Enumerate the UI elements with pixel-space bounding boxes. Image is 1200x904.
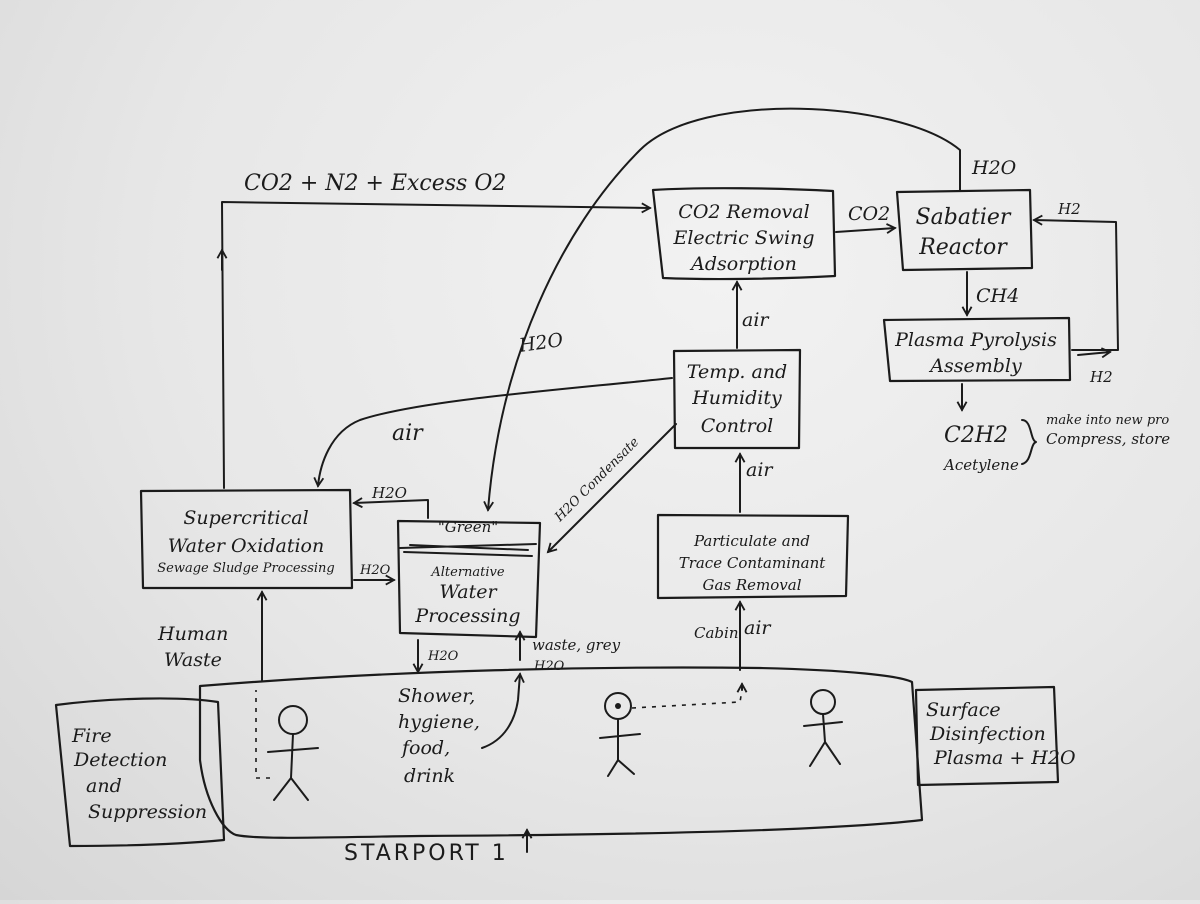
label-h2o-arrow: H2O bbox=[359, 563, 391, 578]
label-uses4: drink bbox=[404, 765, 455, 787]
fire-line1: Fire bbox=[71, 725, 112, 747]
arrow-grey-water bbox=[481, 674, 520, 749]
surface-line2: Disinfection bbox=[929, 723, 1046, 745]
label-acetylene-name: Acetylene bbox=[942, 456, 1019, 474]
water-line1: "Green" bbox=[438, 518, 498, 536]
label-h2o-small: H2O bbox=[371, 484, 407, 502]
water-processing-box bbox=[396, 519, 542, 639]
co2-removal-line1: CO2 Removal bbox=[678, 201, 809, 223]
particulate-node: Particulate and Trace Contaminant Gas Re… bbox=[679, 532, 827, 594]
plasma-line2: Assembly bbox=[928, 355, 1022, 377]
label-starport: STARPORT 1 bbox=[344, 841, 509, 866]
label-air-left: air bbox=[392, 421, 424, 446]
temp-humidity-node: Temp. and Humidity Control bbox=[687, 361, 787, 437]
label-waste-grey2: H2O bbox=[533, 659, 565, 674]
plasma-line1: Plasma Pyrolysis bbox=[894, 329, 1057, 351]
scwo-line2: Water Oxidation bbox=[168, 535, 324, 557]
label-air-up: air bbox=[742, 309, 770, 331]
arrow-h2-out bbox=[1077, 352, 1110, 355]
particulate-box bbox=[656, 513, 850, 600]
scwo-line1: Supercritical bbox=[183, 507, 308, 529]
fire-line4: Suppression bbox=[88, 801, 207, 823]
particulate-line1: Particulate and bbox=[693, 532, 810, 550]
scwo-box bbox=[139, 488, 354, 590]
arrow-air-left bbox=[318, 377, 673, 486]
co2-removal-line2: Electric Swing bbox=[672, 227, 814, 249]
label-uses2: hygiene, bbox=[398, 711, 480, 733]
temp-line3: Control bbox=[701, 415, 773, 437]
label-h2o-condensate: H2O Condensate bbox=[552, 435, 643, 526]
person-figure-1 bbox=[267, 705, 319, 801]
label-top-flow: CO2 + N2 + Excess O2 bbox=[244, 171, 506, 196]
particulate-line2: Trace Contaminant bbox=[679, 554, 827, 572]
label-ch4: CH4 bbox=[976, 285, 1019, 307]
label-human-waste2: Waste bbox=[164, 649, 222, 671]
label-uses3: food, bbox=[400, 737, 450, 759]
arrow-h2-loop bbox=[1034, 220, 1119, 351]
label-co2: CO2 bbox=[848, 203, 890, 225]
surface-line3: Plasma + H2O bbox=[933, 747, 1076, 769]
label-air-bottom: air bbox=[744, 617, 772, 639]
fire-node: Fire Detection and Suppression bbox=[71, 725, 207, 823]
plasma-box bbox=[882, 316, 1072, 383]
acetylene-brace bbox=[1021, 419, 1037, 465]
surface-node: Surface Disinfection Plasma + H2O bbox=[926, 699, 1076, 769]
scwo-node: Supercritical Water Oxidation Sewage Slu… bbox=[157, 507, 335, 576]
label-h2o-long: H2O bbox=[517, 329, 565, 357]
dashed-breath-path bbox=[631, 689, 743, 709]
fire-box bbox=[54, 697, 226, 848]
label-note1: make into new pro bbox=[1046, 413, 1169, 428]
person-figure-2 bbox=[599, 692, 641, 777]
sabatier-box bbox=[895, 188, 1034, 272]
scribble-strikeout bbox=[399, 543, 537, 557]
arrow-co2-to-sabatier bbox=[835, 228, 895, 232]
arrow-condensate bbox=[548, 423, 677, 552]
sabatier-line1: Sabatier bbox=[916, 205, 1012, 230]
fire-line2: Detection bbox=[73, 749, 167, 771]
fire-line3: and bbox=[86, 775, 122, 797]
plasma-node: Plasma Pyrolysis Assembly bbox=[894, 329, 1057, 377]
label-waste-grey1: waste, grey bbox=[532, 636, 621, 654]
water-line2: Alternative bbox=[430, 565, 505, 580]
surface-line1: Surface bbox=[926, 699, 1001, 721]
label-h2-right: H2 bbox=[1057, 200, 1081, 218]
temp-humidity-box bbox=[672, 348, 802, 450]
starport-habitat bbox=[198, 666, 924, 839]
dashed-waste-path bbox=[255, 690, 270, 779]
water-line4: Processing bbox=[414, 605, 520, 627]
temp-line1: Temp. and bbox=[687, 361, 787, 383]
label-h2-bottom: H2 bbox=[1089, 368, 1113, 386]
label-acetylene-formula: C2H2 bbox=[944, 423, 1008, 448]
arrow-h2o-small bbox=[354, 500, 429, 519]
label-uses1: Shower, bbox=[398, 685, 475, 707]
label-air-mid: air bbox=[746, 459, 774, 481]
label-cabin: Cabin bbox=[694, 624, 738, 642]
person-figure-3 bbox=[803, 689, 843, 767]
label-h2o-down: H2O bbox=[427, 649, 459, 664]
co2-removal-node: CO2 Removal Electric Swing Adsorption bbox=[672, 201, 814, 275]
temp-line2: Humidity bbox=[691, 387, 782, 409]
water-processing-node: "Green" Alternative Water Processing bbox=[414, 518, 520, 627]
sabatier-node: Sabatier Reactor bbox=[916, 205, 1012, 260]
label-note2: Compress, store bbox=[1046, 430, 1170, 448]
arrow-scwo-to-co2 bbox=[221, 201, 650, 489]
sabatier-line2: Reactor bbox=[918, 235, 1008, 260]
co2-removal-line3: Adsorption bbox=[689, 253, 797, 275]
water-line3: Water bbox=[439, 581, 498, 603]
label-h2o-top: H2O bbox=[971, 157, 1017, 179]
arrow-h2o-to-water bbox=[488, 107, 961, 510]
particulate-line3: Gas Removal bbox=[702, 576, 801, 594]
label-human-waste1: Human bbox=[157, 623, 228, 645]
scwo-line3: Sewage Sludge Processing bbox=[157, 561, 335, 576]
co2-removal-box bbox=[651, 187, 837, 281]
